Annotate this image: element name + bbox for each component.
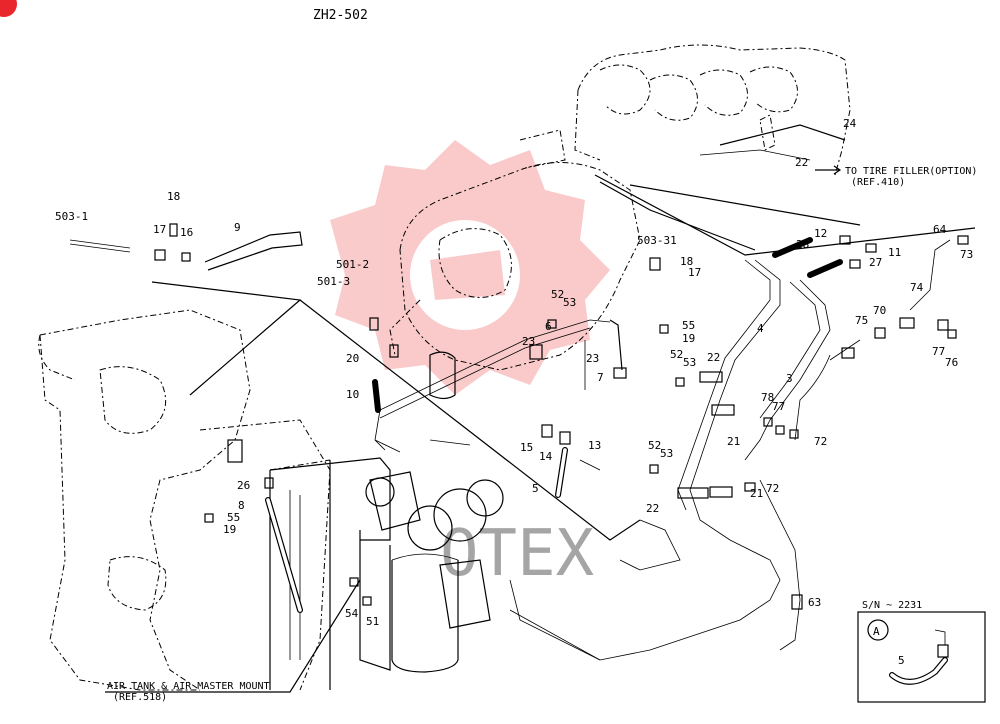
callout: 11	[888, 246, 901, 259]
callout: 17	[688, 266, 701, 279]
air-tank-note: AIR TANK & AIR MASTER MOUNT	[107, 681, 270, 692]
corner-badge	[0, 0, 17, 17]
notes: TO TIRE FILLER(OPTION) (REF.410) AIR TAN…	[105, 165, 977, 703]
callout: 3	[786, 372, 793, 385]
callout: 503-1	[55, 210, 88, 223]
callout: 15	[520, 441, 533, 454]
tire-filler-note: TO TIRE FILLER(OPTION)	[845, 166, 977, 177]
callout: 17	[153, 223, 166, 236]
inset-marker: A	[873, 625, 880, 638]
inset-serial: S/N ~ 2231	[862, 600, 922, 611]
callout: 78	[761, 391, 774, 404]
callout: 9	[234, 221, 241, 234]
transmission-outline	[389, 129, 641, 371]
callout: 75	[855, 314, 868, 327]
callout: 77	[932, 345, 945, 358]
callout: 23	[522, 335, 535, 348]
callout: 74	[910, 281, 924, 294]
callout: 12	[814, 227, 827, 240]
callout: 23	[586, 352, 599, 365]
callout: 55	[227, 511, 240, 524]
callout: 19	[223, 523, 236, 536]
reference-lines	[151, 124, 976, 541]
callout: 63	[808, 596, 821, 609]
callout: 52	[670, 348, 683, 361]
callout: 72	[814, 435, 827, 448]
callout: 501-3	[317, 275, 350, 288]
callout: 20	[346, 352, 359, 365]
callout: 27	[869, 256, 882, 269]
callout: 8	[238, 499, 245, 512]
callout: 18	[680, 255, 693, 268]
callout: 64	[933, 223, 947, 236]
callout: 76	[945, 356, 958, 369]
callout: 501-2	[336, 258, 369, 271]
callout: 4	[757, 322, 764, 335]
air-tank-ref: (REF.518)	[113, 692, 167, 703]
drawing-code: ZH2-502	[313, 8, 368, 23]
tire-filler-ref: (REF.410)	[851, 177, 905, 188]
callout: 51	[366, 615, 379, 628]
callout: 21	[750, 487, 763, 500]
arrow-icon	[815, 165, 842, 175]
callout: 28	[796, 238, 809, 251]
callout: 52	[551, 288, 564, 301]
callout: 52	[648, 439, 661, 452]
inset-callout: 5	[898, 654, 905, 667]
callout: 77	[772, 400, 785, 413]
callout: 7	[597, 371, 604, 384]
callout: 503-31	[637, 234, 677, 247]
callout: 55	[682, 319, 695, 332]
callout: 24	[843, 117, 857, 130]
callout: 22	[795, 156, 808, 169]
callout: 13	[588, 439, 601, 452]
inset-panel: S/N ~ 2231 A 5	[857, 600, 986, 703]
callout: 22	[646, 502, 659, 515]
callout-labels: 503-1 18 17 16 9 501-2 501-3 20 10 503-3…	[55, 117, 973, 628]
inset-fitting	[937, 644, 949, 658]
engine-outline	[574, 44, 851, 176]
callout: 53	[683, 356, 696, 369]
callout: 10	[346, 388, 359, 401]
callout: 21	[727, 435, 740, 448]
callout: 26	[237, 479, 250, 492]
watermark-text: OTEX	[440, 517, 594, 591]
callout: 53	[563, 296, 576, 309]
hose-lines	[69, 149, 951, 661]
callout: 70	[873, 304, 886, 317]
watermark-gear	[330, 140, 610, 395]
callout: 16	[180, 226, 193, 239]
leader-line	[105, 579, 361, 693]
inset-frame	[857, 611, 986, 703]
callout: 53	[660, 447, 673, 460]
callout: 72	[766, 482, 779, 495]
callout: 6	[545, 320, 552, 333]
callout: 14	[539, 450, 553, 463]
inset-marker-circle	[867, 619, 889, 641]
callout: 19	[682, 332, 695, 345]
callout: 73	[960, 248, 973, 261]
callout: 54	[345, 607, 359, 620]
callout: 22	[707, 351, 720, 364]
callout: 5	[532, 482, 539, 495]
callout: 18	[167, 190, 180, 203]
frame-outline	[38, 309, 331, 691]
fittings	[154, 223, 969, 610]
